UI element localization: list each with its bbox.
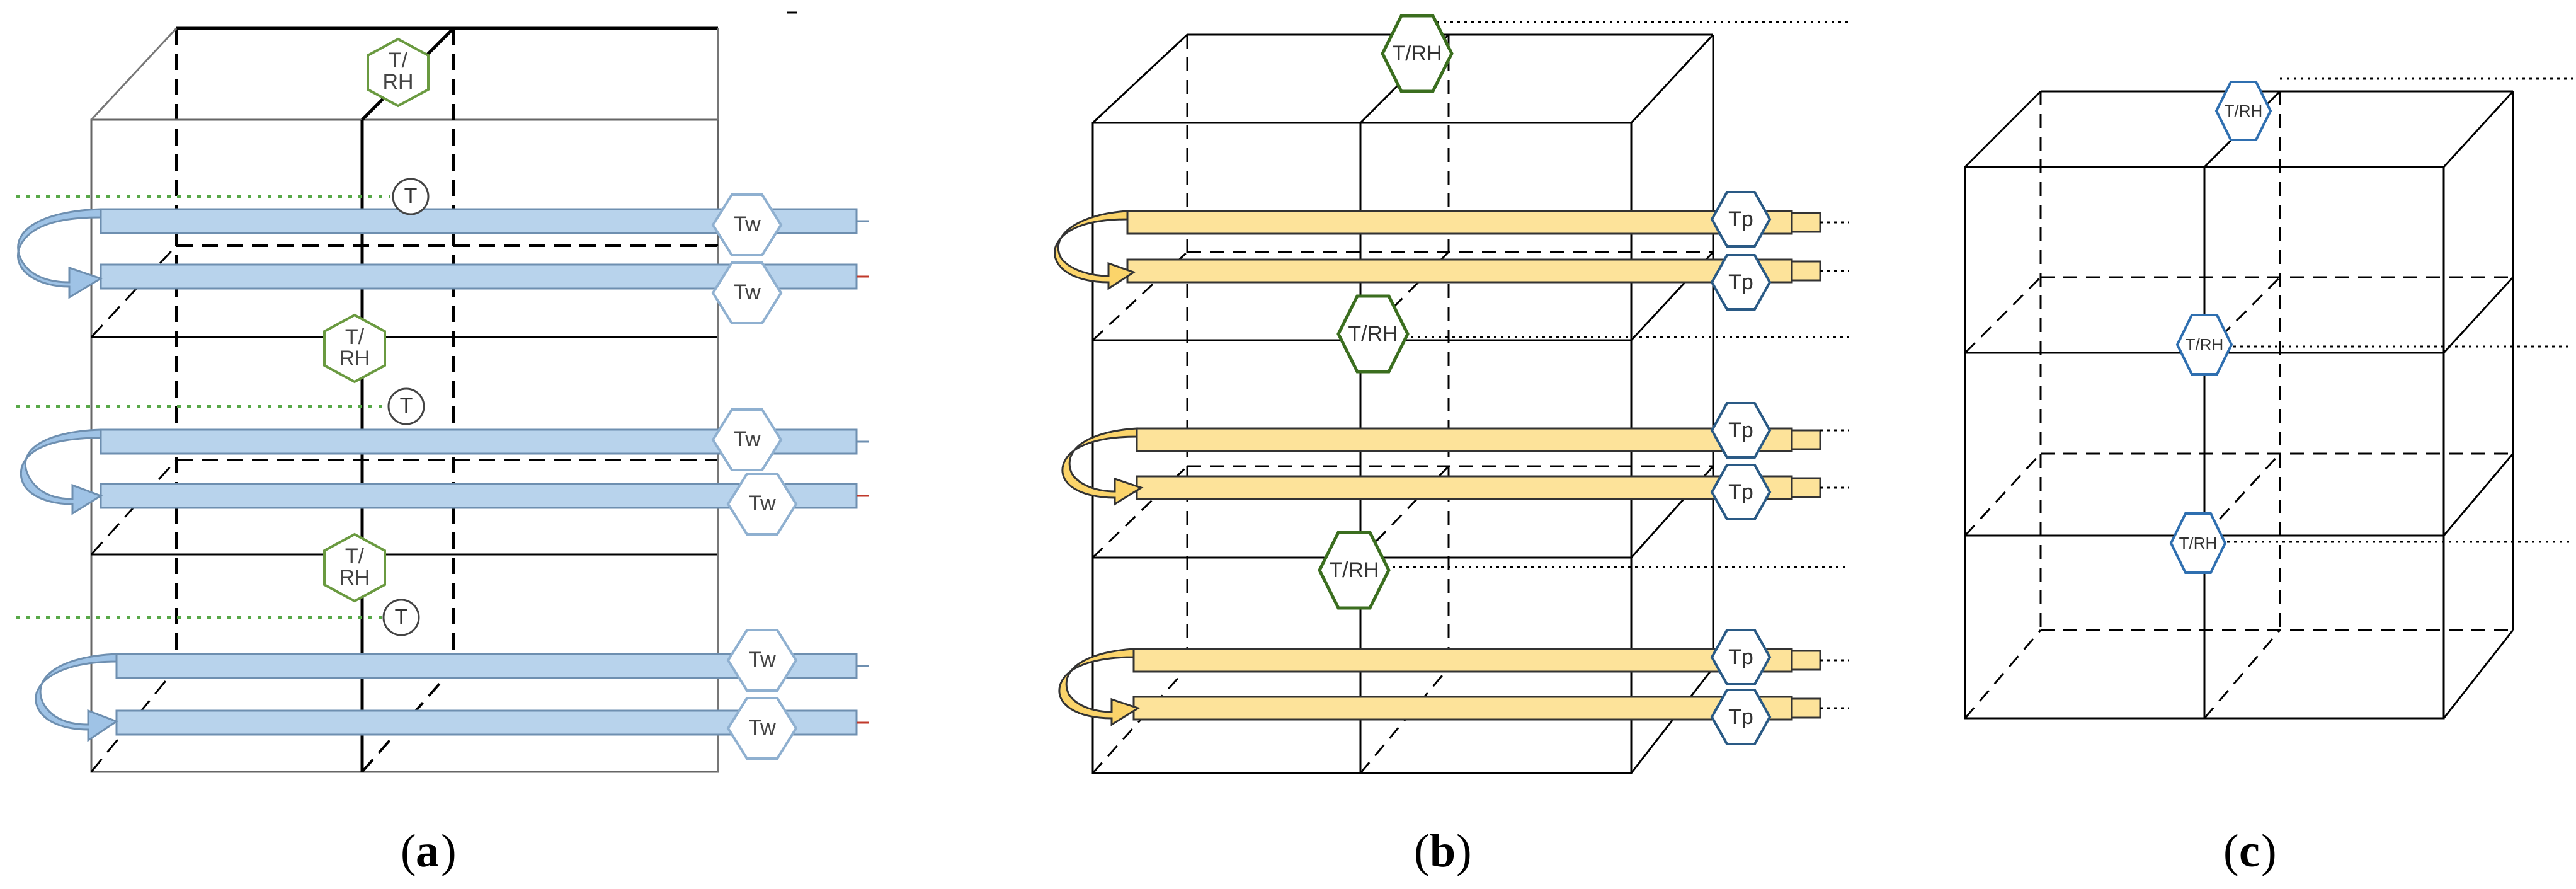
panel-a-t-sensor-2: T bbox=[387, 387, 425, 425]
svg-text:Tw: Tw bbox=[733, 427, 761, 451]
svg-text:Tp: Tp bbox=[1728, 705, 1753, 729]
svg-text:Tp: Tp bbox=[1728, 480, 1753, 504]
panel-c-trh-sensor-2: T/RH bbox=[2175, 314, 2233, 376]
svg-text:): ) bbox=[441, 825, 457, 877]
svg-text:(: ( bbox=[2223, 825, 2239, 877]
svg-text:T: T bbox=[400, 394, 413, 418]
svg-text:T: T bbox=[404, 184, 418, 208]
panel-b: T/RH T/RH T/RH Tp Tp Tp bbox=[1054, 14, 1849, 877]
panel-c-trh-sensor-3: T/RH bbox=[2169, 512, 2227, 574]
tw-sensor: Tw bbox=[726, 629, 798, 692]
svg-text:Tw: Tw bbox=[733, 280, 761, 304]
panel-a-sensor-lines bbox=[16, 195, 390, 619]
tp-sensor: Tp bbox=[1710, 464, 1772, 520]
panel-a-trh-sensor-1: T/ RH bbox=[367, 37, 430, 108]
trh-label-line2: RH bbox=[382, 70, 413, 94]
svg-text:Tw: Tw bbox=[733, 212, 761, 236]
panel-a-caption: ( a ) bbox=[401, 825, 457, 877]
svg-text:T/RH: T/RH bbox=[1392, 42, 1442, 66]
panel-c-trh-sensor-1: T/RH bbox=[2214, 81, 2272, 141]
trh-label-line1: T/ bbox=[345, 544, 365, 568]
svg-text:Tp: Tp bbox=[1728, 270, 1753, 294]
panel-a-pipes bbox=[17, 11, 869, 742]
svg-text:c: c bbox=[2239, 825, 2260, 877]
trh-label-line1: T/ bbox=[345, 325, 365, 349]
tw-sensor: Tw bbox=[711, 408, 783, 471]
panel-b-caption: ( b ) bbox=[1414, 825, 1472, 877]
tw-sensor: Tw bbox=[726, 697, 798, 760]
panel-a-t-sensor-3: T bbox=[382, 599, 420, 636]
panel-b-pipe-pair-3 bbox=[1058, 648, 1821, 726]
tp-sensor: Tp bbox=[1710, 402, 1772, 459]
panel-a: T/ RH T/ RH T/ RH T T T bbox=[16, 11, 869, 877]
svg-text:): ) bbox=[1456, 825, 1472, 877]
tp-sensor: Tp bbox=[1710, 191, 1772, 248]
svg-text:T/RH: T/RH bbox=[1329, 558, 1379, 582]
svg-text:T/RH: T/RH bbox=[2186, 335, 2224, 354]
panel-b-trh-sensor-2: T/RH bbox=[1336, 294, 1410, 374]
svg-text:Tp: Tp bbox=[1728, 645, 1753, 669]
panel-a-trh-sensor-3: T/ RH bbox=[323, 532, 386, 603]
panel-b-tp-sensors: Tp Tp Tp Tp Tp Tp bbox=[1710, 191, 1772, 745]
svg-text:T/RH: T/RH bbox=[2179, 534, 2218, 553]
panel-c-box bbox=[1964, 90, 2514, 720]
svg-text:a: a bbox=[416, 825, 439, 877]
svg-text:(: ( bbox=[1414, 825, 1430, 877]
svg-text:T: T bbox=[395, 605, 408, 629]
panel-c: T/RH T/RH T/RH ( c ) bbox=[1964, 77, 2573, 877]
trh-label-line2: RH bbox=[339, 347, 370, 370]
svg-text:T/RH: T/RH bbox=[2225, 101, 2263, 120]
tp-sensor: Tp bbox=[1710, 254, 1772, 311]
panel-a-trh-sensor-2: T/ RH bbox=[323, 313, 386, 384]
svg-text:Tw: Tw bbox=[748, 716, 776, 740]
panel-c-caption: ( c ) bbox=[2223, 825, 2277, 877]
svg-text:(: ( bbox=[401, 825, 416, 877]
tw-sensor: Tw bbox=[711, 261, 783, 324]
svg-text:Tp: Tp bbox=[1728, 207, 1753, 231]
svg-text:): ) bbox=[2261, 825, 2277, 877]
svg-text:Tw: Tw bbox=[748, 648, 776, 672]
panel-b-pipe-pair-2 bbox=[1061, 427, 1821, 506]
trh-label-line1: T/ bbox=[389, 49, 408, 72]
panel-b-leader-lines bbox=[1386, 21, 1849, 709]
tw-sensor: Tw bbox=[726, 473, 798, 536]
panel-b-trh-sensor-1: T/RH bbox=[1381, 14, 1454, 93]
panel-b-trh-sensor-3: T/RH bbox=[1318, 531, 1391, 610]
trh-label-line2: RH bbox=[339, 566, 370, 590]
svg-text:Tp: Tp bbox=[1728, 418, 1753, 442]
tw-sensor: Tw bbox=[711, 193, 783, 256]
tp-sensor: Tp bbox=[1710, 689, 1772, 745]
svg-text:T/RH: T/RH bbox=[1348, 322, 1398, 346]
svg-text:b: b bbox=[1430, 825, 1456, 877]
panel-b-pipes bbox=[1054, 210, 1821, 726]
tp-sensor: Tp bbox=[1710, 629, 1772, 685]
panel-b-pipe-pair-1 bbox=[1054, 210, 1821, 290]
panel-a-t-sensor-1: T bbox=[392, 178, 430, 215]
svg-text:Tw: Tw bbox=[748, 491, 776, 515]
panel-c-leader-lines bbox=[2220, 77, 2573, 543]
panel-a-tw-sensors: Tw Tw Tw Tw Tw Tw bbox=[711, 193, 798, 760]
